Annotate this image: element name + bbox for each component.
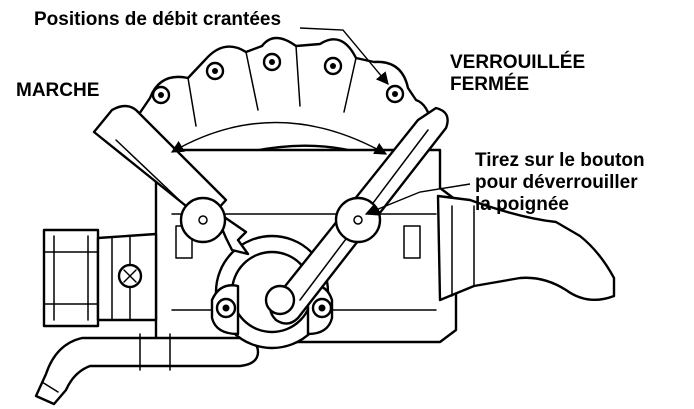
label-on: MARCHE xyxy=(16,80,100,101)
notch-holes xyxy=(151,52,405,105)
leader-pull-knob xyxy=(364,183,471,216)
label-locked-line1: VERROUILLÉE xyxy=(450,52,586,73)
handle-on-position xyxy=(92,104,250,256)
margin-text xyxy=(0,0,12,190)
label-pull-knob: Tirez sur le bouton pour déverrouiller l… xyxy=(475,150,645,216)
inlet-fitting xyxy=(42,228,158,328)
label-locked-line2: FERMÉE xyxy=(450,74,530,95)
outlet-pipe xyxy=(436,194,616,302)
label-locked-closed: VERROUILLÉE FERMÉE xyxy=(450,52,585,96)
label-pull-line1: Tirez sur le bouton xyxy=(475,150,645,171)
lower-pipe xyxy=(34,333,260,406)
leader-notched xyxy=(299,27,389,85)
label-pull-line2: pour déverrouiller xyxy=(475,172,638,193)
label-pull-line3: la poignée xyxy=(475,194,569,215)
travel-arc-arrow xyxy=(170,121,388,155)
label-notched-flow-positions: Positions de débit crantées xyxy=(34,9,282,30)
